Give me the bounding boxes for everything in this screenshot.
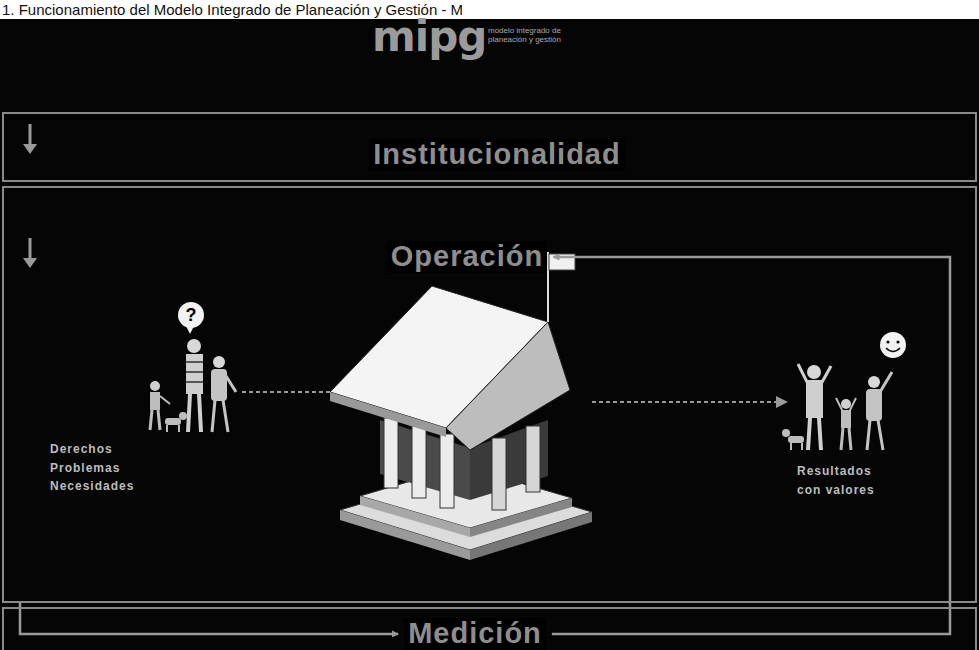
loop-connector xyxy=(552,257,950,634)
input-caption: Derechos Problemas Necesidades xyxy=(50,440,150,496)
man-head xyxy=(187,339,201,353)
output-caption: Resultados con valores xyxy=(797,462,897,499)
child-leg xyxy=(150,410,152,430)
figure-caption: 1. Funcionamiento del Modelo Integrado d… xyxy=(2,1,463,18)
child-body xyxy=(841,410,851,428)
man-body xyxy=(186,354,203,394)
roof-gable xyxy=(446,322,570,450)
man-leg xyxy=(808,418,810,450)
citizens-figure xyxy=(150,302,236,432)
pillar xyxy=(526,426,540,492)
arrow-head xyxy=(23,144,37,154)
child-arm xyxy=(849,398,856,412)
shirt-stripe xyxy=(186,371,203,373)
woman-leg xyxy=(223,400,228,432)
woman-head xyxy=(213,356,225,368)
pillar xyxy=(384,418,398,488)
dog-leg xyxy=(790,443,792,450)
child-arm xyxy=(160,396,170,404)
satisfied-citizens-figure xyxy=(782,332,906,450)
child-head xyxy=(150,381,160,391)
dashed-shaft xyxy=(592,401,778,403)
shirt-stripe xyxy=(186,381,203,383)
woman-arm xyxy=(880,372,892,392)
man-leg xyxy=(188,394,190,432)
child-leg xyxy=(849,428,851,450)
arrow-head xyxy=(23,258,37,268)
child-arm xyxy=(836,398,843,412)
dog-leg xyxy=(801,443,803,450)
roof-edge xyxy=(330,392,446,437)
child-leg xyxy=(841,428,843,450)
man-arm xyxy=(821,366,831,384)
public-building xyxy=(330,252,592,560)
dog-head xyxy=(782,429,790,437)
logo-subtitle: modelo integrado de planeación y gestión xyxy=(488,26,562,44)
child-leg xyxy=(158,410,160,430)
man-leg xyxy=(819,418,821,450)
arrow-head xyxy=(776,396,788,408)
dog-leg xyxy=(166,425,168,432)
dog-head xyxy=(179,412,187,420)
smiley-eye xyxy=(886,340,889,343)
arrow-shaft xyxy=(29,238,32,260)
woman-leg xyxy=(878,420,883,450)
woman-body xyxy=(866,389,882,421)
man-body xyxy=(806,380,823,418)
band-panel: Medición xyxy=(2,607,977,650)
dog-leg xyxy=(178,425,180,432)
woman-arm xyxy=(226,376,236,392)
man-head xyxy=(807,365,821,379)
dog-body xyxy=(788,436,804,443)
speech-bubble xyxy=(178,302,204,328)
question-mark: ? xyxy=(178,302,204,328)
logo-wordmark: mipg xyxy=(372,14,486,60)
man-arm xyxy=(798,364,808,384)
dog-body xyxy=(165,418,181,425)
woman-body xyxy=(211,369,227,401)
arrow-shaft xyxy=(29,124,32,146)
smiley-bubble xyxy=(880,332,906,358)
pillar xyxy=(440,434,454,508)
band-heading: Medición xyxy=(404,618,546,650)
smiley-mouth xyxy=(886,348,900,352)
down-arrow xyxy=(23,238,37,268)
woman-leg xyxy=(212,400,215,432)
band-heading: Operación xyxy=(387,241,547,273)
smiley-eye xyxy=(896,340,899,343)
woman-head xyxy=(868,376,880,388)
shirt-stripe xyxy=(186,361,203,363)
man-leg xyxy=(199,394,201,432)
flow-arrow xyxy=(592,396,788,408)
bubble-tail xyxy=(186,326,194,334)
band-panel: Operación xyxy=(2,186,977,603)
pillar xyxy=(412,426,426,498)
band-heading: Institucionalidad xyxy=(369,139,624,171)
down-arrow xyxy=(23,124,37,154)
band-panel: Institucionalidad xyxy=(2,112,977,182)
dark-panel xyxy=(0,19,979,650)
woman-leg xyxy=(867,420,870,450)
platform-side xyxy=(470,498,572,537)
child-body xyxy=(150,392,160,410)
child-head xyxy=(841,399,851,409)
pillar xyxy=(492,438,506,510)
